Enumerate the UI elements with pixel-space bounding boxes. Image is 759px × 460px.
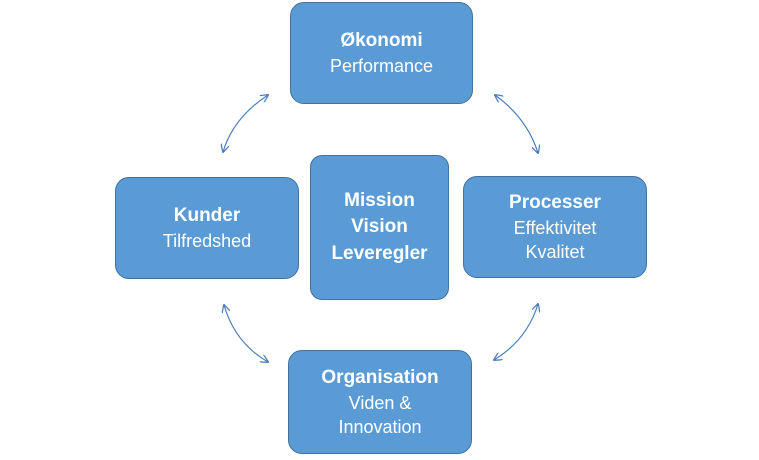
kunder-box: Kunder Tilfredshed [115, 177, 299, 279]
center-line-vision: Vision [351, 216, 408, 238]
center-line-leveregler: Leveregler [331, 242, 428, 264]
processer-box: Processer Effektivitet Kvalitet [463, 176, 647, 278]
organisation-subtitle-2: Innovation [338, 416, 422, 437]
kunder-title: Kunder [173, 205, 241, 227]
organisation-subtitle-1: Viden & [348, 392, 412, 413]
center-line-mission: Mission [344, 189, 415, 211]
processer-subtitle-1: Effektivitet [513, 217, 597, 238]
okonomi-box: Økonomi Performance [290, 2, 473, 104]
arrow-top-right [495, 95, 538, 153]
processer-title: Processer [509, 191, 601, 213]
arrow-bottom-left [224, 305, 268, 362]
center-box: Mission Vision Leveregler [310, 155, 449, 300]
processer-subtitle-2: Kvalitet [525, 241, 585, 262]
okonomi-title: Økonomi [340, 30, 423, 52]
arrow-top-left [223, 95, 268, 152]
okonomi-subtitle: Performance [329, 55, 434, 76]
organisation-title: Organisation [321, 366, 439, 388]
organisation-box: Organisation Viden & Innovation [288, 350, 472, 454]
kunder-subtitle: Tilfredshed [162, 230, 252, 251]
arrow-bottom-right [494, 304, 538, 360]
